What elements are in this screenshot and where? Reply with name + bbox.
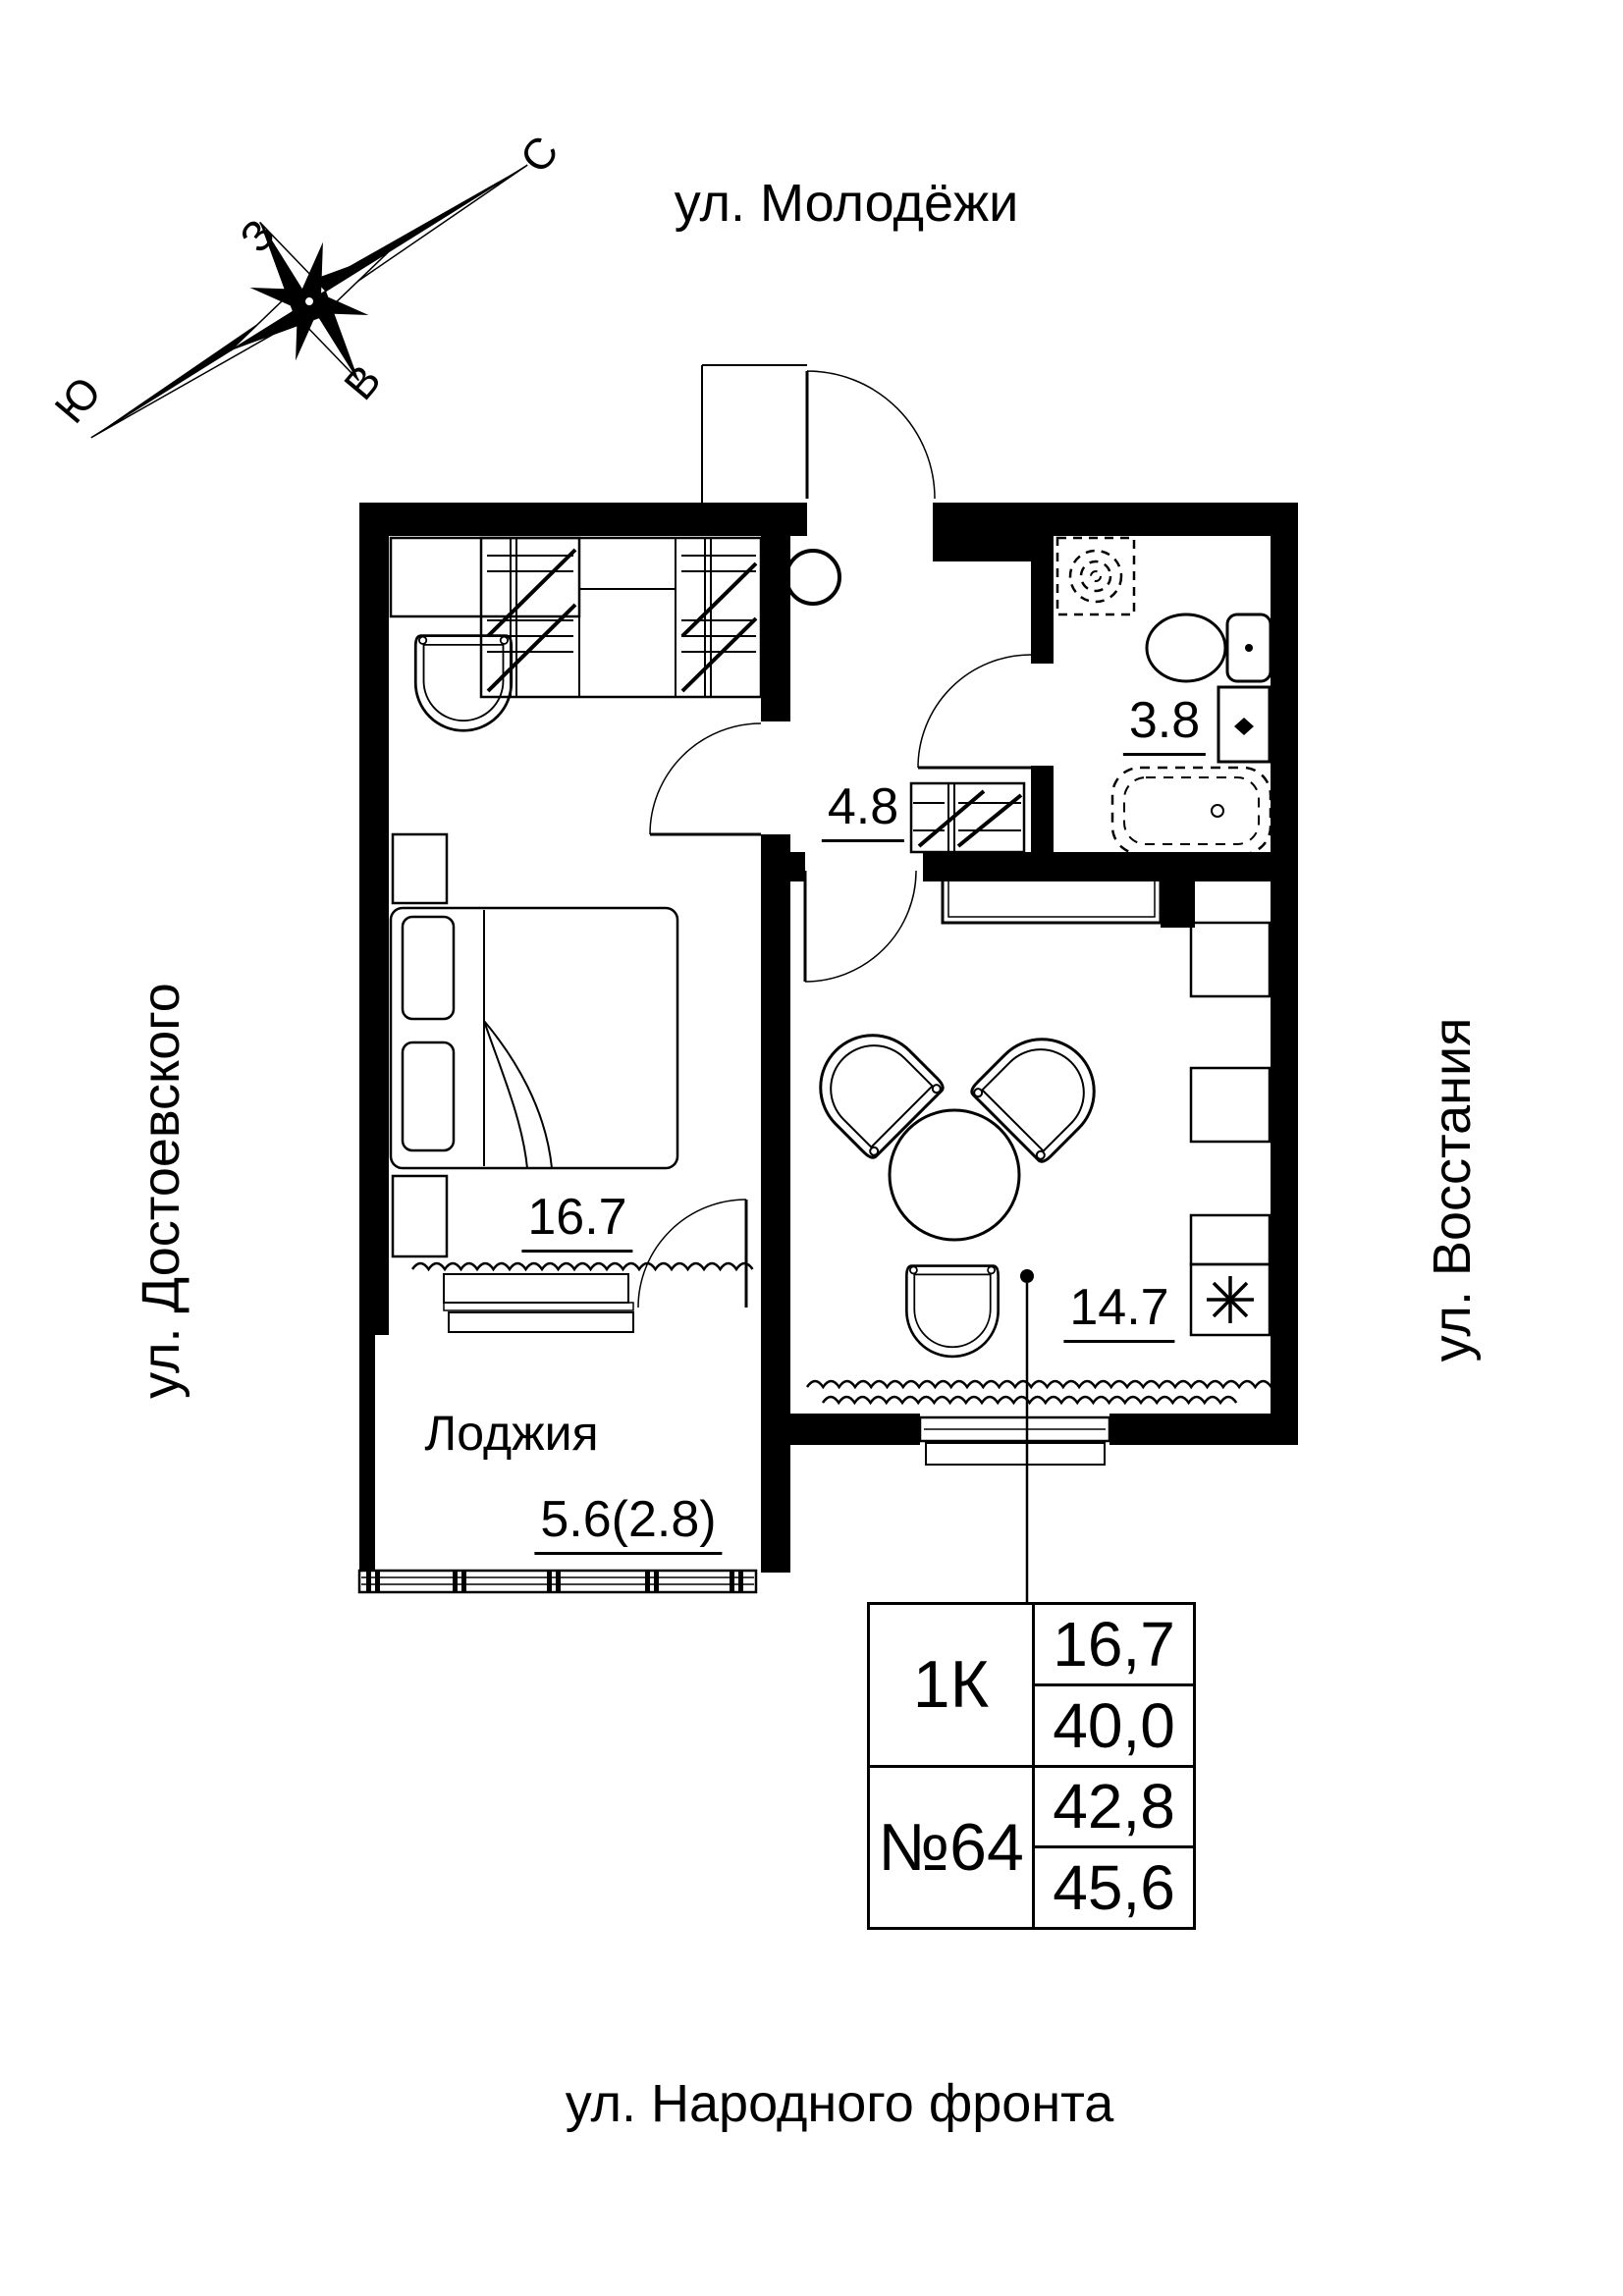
kitchen-area-value: 14.7 (1063, 1279, 1175, 1343)
bathroom-area-label: 3.8 (1122, 691, 1207, 756)
bedroom-door (649, 722, 762, 836)
loggia-area-value: 5.6(2.8) (534, 1491, 723, 1555)
bedroom-curtain-wave (410, 1261, 754, 1272)
kitchen-curtain-wave (821, 1395, 1238, 1406)
nightstand (391, 1174, 449, 1258)
kitchen-door (803, 870, 917, 983)
walls (359, 503, 1298, 1575)
hallway-area-value: 4.8 (821, 778, 905, 842)
dining-chair-icon (967, 1016, 1117, 1166)
legend-value-cell: 45,6 (1053, 1852, 1175, 1924)
compass-rose-icon (90, 164, 528, 439)
loggia-name-label: Лоджия (424, 1406, 599, 1461)
loggia-area-label: 5.6(2.8) (534, 1490, 723, 1555)
stove-icon (1207, 1276, 1254, 1323)
street-label-left: ул. Достоевского (132, 983, 190, 1399)
apartment-number-cell: №64 (878, 1809, 1024, 1885)
hallway-area-label: 4.8 (821, 777, 905, 842)
washing-machine-icon (1055, 536, 1136, 616)
bedroom-area-label: 16.7 (521, 1188, 633, 1253)
sink-icon (1217, 685, 1271, 764)
bedroom-area-value: 16.7 (521, 1189, 633, 1253)
apartment-type-cell: 1К (870, 1605, 1032, 1768)
legend-value-cell: 16,7 (1035, 1605, 1193, 1686)
legend-leader-line (1020, 1269, 1034, 1604)
desk (389, 536, 581, 618)
kitchen-units (1189, 921, 1271, 1337)
dining-chair-icon (905, 1264, 1000, 1359)
kitchen-window (918, 1415, 1111, 1466)
entrance-door (701, 364, 936, 503)
legend-value-cell: 40,0 (1035, 1686, 1193, 1768)
street-label-top: ул. Молодёжи (674, 174, 1019, 233)
balcony-door (637, 1199, 748, 1308)
loggia-glazing (357, 1569, 758, 1594)
toilet-icon (1145, 613, 1272, 683)
wardrobe (479, 536, 763, 699)
bathroom-door (917, 654, 1032, 770)
nightstand (391, 832, 449, 905)
apartment-legend-table: 1К №64 16,7 40,0 42,8 45,6 (867, 1602, 1196, 1930)
legend-value-cell: 42,8 (1035, 1768, 1193, 1849)
bathroom-area-value: 3.8 (1122, 692, 1207, 756)
street-label-right: ул. Восстания (1423, 1017, 1482, 1362)
dining-table (888, 1108, 1021, 1242)
mirror (784, 549, 841, 606)
loggia-window (443, 1273, 634, 1333)
hall-closet (909, 781, 1026, 854)
bed (389, 906, 679, 1170)
dining-chair-icon (797, 1012, 947, 1162)
kitchen-curtain-wave (805, 1379, 1272, 1390)
kitchen-area-label: 14.7 (1063, 1278, 1175, 1343)
street-label-bottom: ул. Народного фронта (565, 2074, 1114, 2133)
kitchen-counter (941, 871, 1163, 925)
bathtub-icon (1110, 766, 1272, 856)
